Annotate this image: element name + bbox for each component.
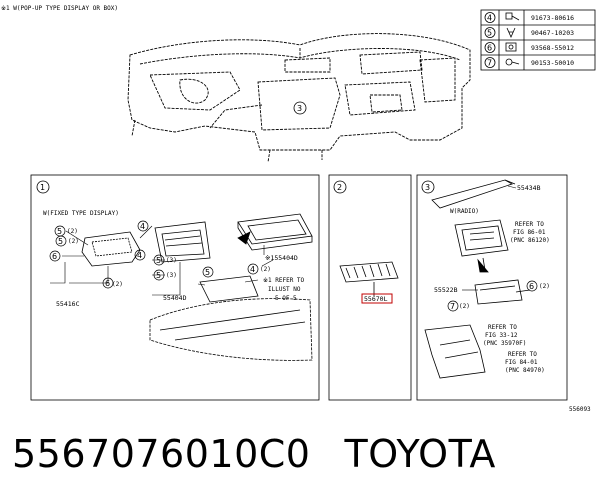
panel-3-illustration: [424, 179, 531, 379]
svg-text:(2): (2): [67, 228, 78, 235]
svg-text:4: 4: [140, 222, 145, 231]
footer-brand: TOYOTA: [344, 432, 496, 476]
svg-text:REFER TO: REFER TO: [508, 351, 537, 358]
svg-text:4: 4: [250, 265, 255, 274]
footer-part-number: 5567076010C0: [12, 432, 311, 476]
svg-text:5: 5: [205, 268, 210, 277]
part-number: 91673-80616: [531, 14, 574, 22]
callout: 4: [137, 220, 149, 232]
part-number: 93568-55012: [531, 44, 574, 52]
panel-2-frame: [328, 174, 412, 401]
svg-text:5 OF 5: 5 OF 5: [275, 295, 297, 302]
panel-1-refer-note: ※1 REFER TO ILLUST NO 5 OF 5: [263, 277, 305, 302]
callout-3-top: 3: [293, 101, 307, 115]
panel-3-refer-note-3: REFER TO FIG 84-01 (PNC 84970): [505, 351, 545, 374]
callout-7: 7 (2): [447, 300, 470, 312]
callout-6: 6 (2): [526, 280, 550, 292]
part-label-155404d: ※155404D: [265, 254, 298, 262]
image-id: 556093: [569, 406, 591, 413]
table-row: 4 91673-80616: [484, 12, 574, 23]
panel-3-frame: [416, 174, 568, 401]
svg-text:(2): (2): [112, 281, 123, 288]
callout: 5 (2): [55, 235, 79, 247]
svg-text:FIG 84-01: FIG 84-01: [505, 359, 538, 366]
svg-text:ILLUST NO: ILLUST NO: [268, 286, 301, 293]
callout: 5 (2): [54, 225, 78, 237]
part-label-55670l: 55670L: [364, 295, 388, 303]
panel-1-callouts: 5 (2) 5 (2) 6 4 4 6 (2) 5 (3) 5 (3) 4 (2) 5: [49, 220, 271, 289]
callout: 5: [202, 266, 214, 278]
svg-text:(2): (2): [459, 303, 470, 310]
svg-text:5: 5: [156, 256, 161, 265]
vent-illustration: [339, 261, 399, 296]
panel-1-illustration: [81, 213, 313, 361]
table-row: 6 93568-55012: [484, 42, 574, 53]
part-number: 90153-50010: [531, 59, 574, 67]
svg-text:REFER TO: REFER TO: [488, 324, 517, 331]
row-ref: 4: [487, 14, 492, 23]
part-label-55522b: 55522B: [434, 286, 458, 294]
svg-text:5: 5: [156, 271, 161, 280]
header-note: ※1 W(POP-UP TYPE DISPLAY OR BOX): [1, 5, 118, 12]
panel-3-refer-note-2: REFER TO FIG 33-12 (PNC 35970F): [483, 324, 526, 347]
panel-2-ref: 2: [333, 180, 347, 194]
panel-1-subtitle: W(FIXED TYPE DISPLAY): [43, 210, 119, 217]
svg-text:4: 4: [137, 251, 142, 260]
callout: (2): [112, 281, 123, 288]
parts-table-rows: 4 91673-80616 5 90467-10203 6 93568-5501…: [484, 12, 574, 68]
screw-icon: [505, 58, 520, 66]
svg-text:6: 6: [529, 282, 534, 291]
parts-table: [480, 9, 596, 71]
svg-text:(3): (3): [166, 257, 177, 264]
svg-text:(PNC 35970F): (PNC 35970F): [483, 340, 526, 347]
svg-text:FIG 33-12: FIG 33-12: [485, 332, 518, 339]
panel-3-ref: 3: [421, 180, 435, 194]
bolt-icon: [505, 12, 520, 21]
svg-text:7: 7: [450, 302, 455, 311]
callout: 4: [134, 249, 146, 261]
svg-text:FIG 86-01: FIG 86-01: [513, 229, 546, 236]
svg-text:1: 1: [40, 183, 45, 192]
svg-text:5: 5: [57, 227, 62, 236]
callout: 6: [102, 277, 114, 289]
clip-icon: [506, 27, 516, 38]
panel-3-refer-note-1: REFER TO FIG 86-01 (PNC 86120): [510, 221, 550, 244]
panel-3-subtitle: W(RADIO): [450, 208, 479, 215]
svg-text:(2): (2): [68, 238, 79, 245]
svg-text:5: 5: [58, 237, 63, 246]
row-ref: 5: [487, 29, 492, 38]
svg-text:(3): (3): [166, 272, 177, 279]
svg-text:(2): (2): [260, 266, 271, 273]
svg-text:(2): (2): [539, 283, 550, 290]
callout: 5 (3): [153, 254, 177, 266]
callout: 5 (3): [153, 269, 177, 281]
callout: 6: [49, 250, 61, 262]
svg-text:6: 6: [105, 279, 110, 288]
part-label-55434b: 55434B: [517, 184, 541, 192]
svg-text:6: 6: [52, 252, 57, 261]
svg-text:REFER TO: REFER TO: [515, 221, 544, 228]
svg-text:3: 3: [425, 183, 430, 192]
footer: 5567076010C0 TOYOTA: [12, 432, 496, 476]
row-ref: 7: [487, 59, 492, 68]
part-label-highlight: [361, 293, 393, 304]
table-row: 7 90153-50010: [484, 57, 574, 68]
panel-1-frame: [30, 174, 320, 401]
svg-text:3: 3: [297, 104, 302, 113]
nut-icon: [505, 42, 517, 52]
part-label-55404d: 55404D: [163, 294, 187, 302]
part-label-55416c: 55416C: [56, 300, 80, 308]
part-number: 90467-10203: [531, 29, 574, 37]
svg-text:※1 REFER TO: ※1 REFER TO: [263, 277, 305, 284]
panel-1-ref: 1: [36, 180, 50, 194]
callout: 4 (2): [247, 263, 271, 275]
table-row: 5 90467-10203: [484, 27, 574, 38]
dashboard-illustration: [127, 33, 471, 163]
row-ref: 6: [487, 44, 492, 53]
svg-text:(PNC 86120): (PNC 86120): [510, 237, 550, 244]
svg-text:2: 2: [337, 183, 342, 192]
svg-text:(PNC 84970): (PNC 84970): [505, 367, 545, 374]
